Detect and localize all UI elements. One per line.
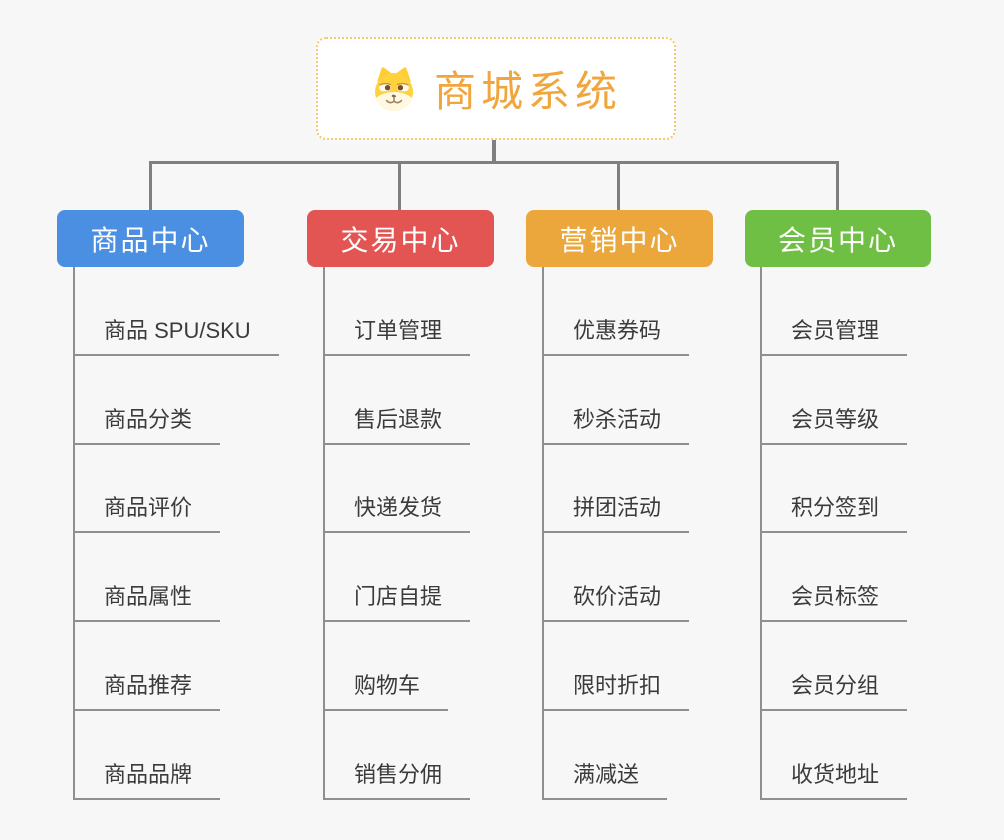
item-node[interactable]: 秒杀活动 bbox=[542, 402, 690, 445]
branch-node-marketing-center[interactable]: 营销中心 bbox=[526, 210, 713, 267]
items-trade-center: 订单管理 售后退款 快递发货 门店自提 购物车 销售分佣 bbox=[323, 267, 563, 800]
item-node[interactable]: 拼团活动 bbox=[542, 490, 690, 534]
spine-product-center bbox=[73, 267, 75, 800]
root-title: 商城系统 bbox=[433, 68, 622, 115]
branch-node-product-center[interactable]: 商品中心 bbox=[57, 210, 244, 267]
spine-trade-center bbox=[323, 267, 325, 800]
item-node[interactable]: 售后退款 bbox=[323, 402, 471, 445]
item-row: 订单管理 bbox=[323, 267, 563, 356]
item-node[interactable]: 会员管理 bbox=[760, 313, 908, 356]
connector-drop-marketing bbox=[617, 161, 620, 210]
item-row: 商品评价 bbox=[73, 445, 313, 534]
item-row: 销售分佣 bbox=[323, 711, 563, 800]
item-node[interactable]: 商品评价 bbox=[73, 490, 221, 534]
item-row: 门店自提 bbox=[323, 533, 563, 623]
item-row: 商品属性 bbox=[73, 533, 313, 623]
item-node[interactable]: 积分签到 bbox=[760, 490, 908, 534]
item-row: 购物车 bbox=[323, 622, 563, 711]
branch-node-trade-center[interactable]: 交易中心 bbox=[307, 210, 494, 267]
connector-horizontal-bar bbox=[149, 161, 839, 164]
item-node[interactable]: 商品属性 bbox=[73, 579, 221, 623]
item-node[interactable]: 销售分佣 bbox=[323, 757, 471, 800]
item-node[interactable]: 购物车 bbox=[323, 668, 449, 711]
item-row: 优惠券码 bbox=[542, 267, 782, 356]
spine-member-center bbox=[760, 267, 762, 800]
item-row: 拼团活动 bbox=[542, 445, 782, 534]
item-node[interactable]: 商品品牌 bbox=[73, 757, 221, 800]
items-marketing-center: 优惠券码 秒杀活动 拼团活动 砍价活动 限时折扣 满减送 bbox=[542, 267, 782, 800]
spine-marketing-center bbox=[542, 267, 544, 800]
items-member-center: 会员管理 会员等级 积分签到 会员标签 会员分组 收货地址 bbox=[760, 267, 1000, 800]
item-row: 会员标签 bbox=[760, 533, 1000, 623]
item-row: 快递发货 bbox=[323, 445, 563, 534]
item-row: 收货地址 bbox=[760, 711, 1000, 800]
item-node[interactable]: 快递发货 bbox=[323, 490, 471, 534]
item-row: 限时折扣 bbox=[542, 622, 782, 711]
branch-node-member-center[interactable]: 会员中心 bbox=[745, 210, 931, 267]
item-row: 商品分类 bbox=[73, 356, 313, 445]
item-node[interactable]: 砍价活动 bbox=[542, 579, 690, 623]
item-row: 满减送 bbox=[542, 711, 782, 800]
item-node[interactable]: 优惠券码 bbox=[542, 313, 690, 356]
item-row: 售后退款 bbox=[323, 356, 563, 445]
root-node[interactable]: 商城系统 bbox=[316, 37, 676, 140]
item-node[interactable]: 商品分类 bbox=[73, 402, 221, 445]
dog-face-icon bbox=[370, 65, 418, 113]
item-row: 商品推荐 bbox=[73, 622, 313, 711]
item-node[interactable]: 限时折扣 bbox=[542, 668, 690, 711]
item-row: 积分签到 bbox=[760, 445, 1000, 534]
item-row: 会员管理 bbox=[760, 267, 1000, 356]
item-row: 会员分组 bbox=[760, 622, 1000, 711]
item-node[interactable]: 订单管理 bbox=[323, 313, 471, 356]
item-node[interactable]: 收货地址 bbox=[760, 757, 908, 800]
item-node[interactable]: 商品 SPU/SKU bbox=[73, 313, 279, 356]
item-row: 会员等级 bbox=[760, 356, 1000, 445]
connector-drop-trade bbox=[398, 161, 401, 210]
connector-drop-member bbox=[836, 161, 839, 210]
item-row: 商品 SPU/SKU bbox=[73, 267, 313, 356]
item-row: 商品品牌 bbox=[73, 711, 313, 800]
item-node[interactable]: 商品推荐 bbox=[73, 668, 221, 711]
item-node[interactable]: 门店自提 bbox=[323, 579, 471, 623]
item-node[interactable]: 满减送 bbox=[542, 757, 668, 800]
item-node[interactable]: 会员标签 bbox=[760, 579, 908, 623]
connector-root-stem bbox=[492, 140, 496, 164]
item-row: 砍价活动 bbox=[542, 533, 782, 623]
connector-drop-product bbox=[149, 161, 152, 210]
items-product-center: 商品 SPU/SKU 商品分类 商品评价 商品属性 商品推荐 商品品牌 bbox=[73, 267, 313, 800]
item-row: 秒杀活动 bbox=[542, 356, 782, 445]
item-node[interactable]: 会员分组 bbox=[760, 668, 908, 711]
item-node[interactable]: 会员等级 bbox=[760, 402, 908, 445]
